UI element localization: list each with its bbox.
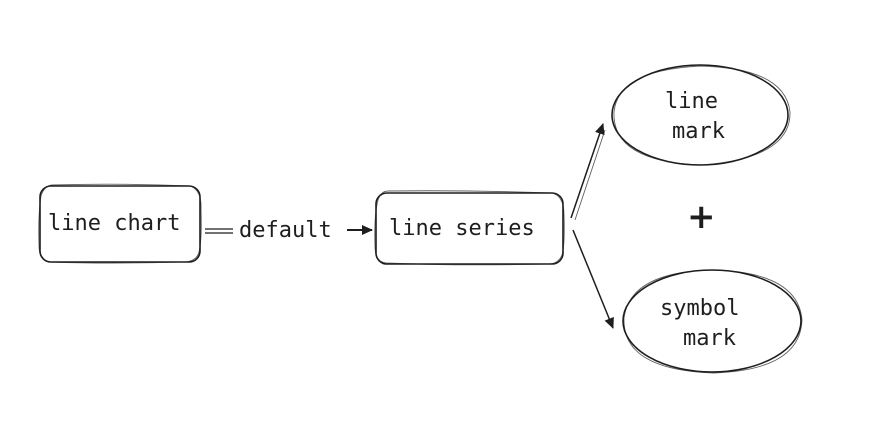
- node-symbol-mark-ellipse: [622, 269, 803, 374]
- node-line-mark-ellipse: [611, 64, 791, 166]
- node-line-chart-box: [38, 183, 202, 264]
- edge-default-label: default: [239, 218, 332, 243]
- plus-sign: +: [687, 197, 716, 237]
- node-symbol-mark-label-line1: symbol: [660, 296, 740, 321]
- node-line-series-box: [374, 190, 565, 266]
- node-line-series-label: line series: [389, 216, 535, 241]
- node-line-mark-label-line2: mark: [672, 119, 725, 144]
- edge-line-series-to-symbol-mark: [572, 229, 614, 329]
- node-symbol-mark-label-line2: mark: [683, 326, 736, 351]
- node-line-chart-label: line chart: [48, 211, 181, 236]
- node-line-mark-label-line1: line: [665, 89, 718, 114]
- edge-line-series-to-line-mark: [570, 123, 606, 221]
- edge-line-chart-to-label: [205, 228, 233, 234]
